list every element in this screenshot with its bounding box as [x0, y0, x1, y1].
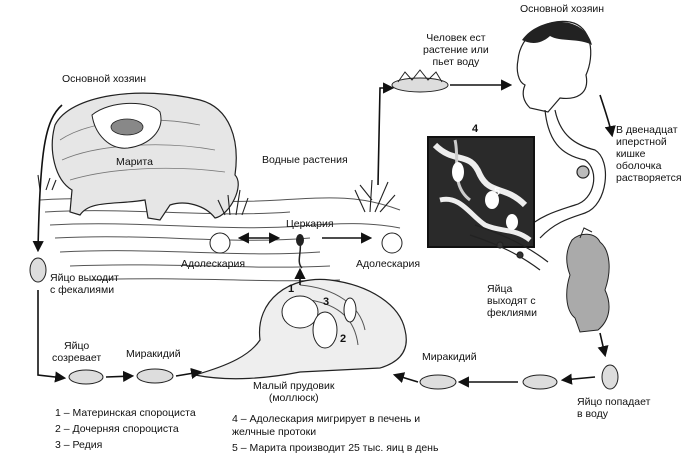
legend-item-2: 2 – Дочерняя спороциста: [55, 423, 179, 435]
egg-icon-bottom: [522, 374, 558, 390]
stage-icons: [29, 232, 619, 390]
label-miracidium-right: Миракидий: [422, 351, 477, 363]
redia-icon: [343, 297, 357, 323]
arrow-miracidium-to-snail: [175, 367, 203, 379]
number-3: 3: [323, 296, 330, 308]
legend-item-4-cont: желчные протоки: [232, 426, 317, 438]
label-human-eats: Человек ест растение или пьет воду: [423, 32, 489, 68]
adolescaria-icon-right: [381, 232, 403, 254]
label-egg-to-water: Яйцо попадает в воду: [577, 396, 651, 420]
plate-icon: [391, 69, 449, 93]
arrow-plants-to-plate: [377, 82, 395, 186]
arrow-figure-to-egg: [597, 332, 609, 358]
label-marita: Марита: [116, 156, 153, 168]
legend-item-1: 1 – Материнская спороциста: [55, 407, 196, 419]
maturing-egg-icon: [68, 369, 104, 385]
arrow-miracidium-to-snail-right: [392, 372, 419, 383]
label-eggs-exit: Яйца выходят с феклиями: [487, 283, 537, 319]
label-miracidium-left: Миракидий: [126, 348, 181, 360]
number-1: 1: [288, 283, 295, 295]
arrow-human-down: [599, 94, 616, 138]
snail-illustration: [194, 278, 407, 380]
daughter-sporocyst-icon: [312, 311, 338, 349]
arrow-egg-to-bottom: [560, 373, 596, 385]
sheep-illustration: [51, 92, 239, 221]
legend-right: 4 – Адолескария мигрирует в печень и жел…: [232, 413, 438, 458]
human-head-illustration: [516, 20, 592, 113]
number-2: 2: [340, 333, 347, 345]
label-cercaria: Церкария: [286, 218, 334, 230]
bile-duct: [469, 224, 549, 271]
label-duodenum: В двенадцат иперстной кишке оболочка рас…: [616, 124, 682, 184]
grass-illustration: [37, 174, 396, 216]
label-main-host-left: Основной хозяин: [62, 73, 147, 85]
legend-item-3: 3 – Редия: [55, 439, 103, 451]
mother-sporocyst-icon: [281, 295, 319, 329]
egg-icon-right: [601, 364, 619, 390]
label-water-plants: Водные растения: [262, 154, 348, 166]
cycle-arrows: [32, 79, 616, 388]
label-egg-exits: Яйцо выходит с фекалиями: [50, 272, 119, 296]
label-egg-matures: Яйцо созревает: [52, 340, 102, 364]
miracidium-icon-right: [419, 374, 457, 390]
legend-item-5: 5 – Марита производит 25 тыс. яиц в день: [232, 442, 439, 454]
legend-left: 1 – Материнская спороциста 2 – Дочерняя …: [55, 407, 196, 455]
liver-closeup: [427, 136, 535, 248]
miracidium-icon-left: [136, 368, 174, 384]
arrow-egg-to-miracidium-left: [105, 370, 135, 382]
label-adolescaria-left: Адолескария: [181, 258, 246, 270]
arrow-sheep-to-egg: [32, 104, 63, 253]
marita-worm-icon: [110, 118, 144, 136]
label-adolescaria-right: Адолескария: [356, 258, 421, 270]
egg-icon-left: [29, 257, 47, 283]
number-4: 4: [472, 123, 479, 135]
arrow-egg-to-mature: [37, 290, 67, 383]
digestive-tract: [524, 109, 607, 239]
adolescaria-icon-left: [209, 232, 231, 254]
number-5: 5: [494, 186, 501, 198]
label-main-host-right: Основной хозяин: [520, 3, 605, 15]
label-snail: Малый прудовик (моллюск): [253, 380, 335, 404]
legend-item-4: 4 – Адолескария мигрирует в печень и: [232, 413, 421, 425]
human-defecating-illustration: [566, 227, 610, 333]
